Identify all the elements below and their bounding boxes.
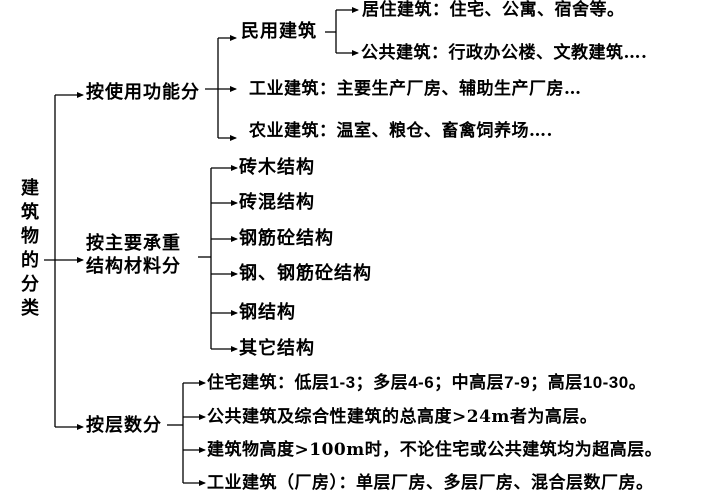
floor-range: 7-9 (504, 373, 531, 392)
node-industrial-building: 工业建筑：主要生产厂房、辅助生产厂房… (249, 79, 582, 99)
root-title: 建 筑 物 的 分 类 (19, 177, 41, 321)
root-title-char: 分 (21, 274, 39, 295)
branch-by-function: 按使用功能分 (86, 82, 200, 103)
node-residential-building: 居住建筑：住宅、公寓、宿舍等。 (362, 0, 625, 20)
node-super-high-rise-rule: 建筑物高度>100m时，不论住宅或公共建筑均为超高层。 (207, 440, 663, 460)
text-part: 。 (628, 373, 647, 393)
text-part: 住宅建筑：低层 (207, 373, 330, 393)
root-title-char: 的 (21, 250, 39, 271)
text-part: ；中高层 (434, 373, 505, 393)
node-steel: 钢结构 (239, 302, 296, 323)
node-industrial-floors: 工业建筑（厂房）：单层厂房、多层厂房、混合层数厂房。 (207, 473, 654, 493)
text-part: ；多层 (355, 373, 409, 393)
root-title-char: 筑 (21, 202, 39, 223)
node-residential-floors: 住宅建筑：低层1-3；多层4-6；中高层7-9；高层10-30。 (207, 373, 646, 393)
floor-range: 10-30 (582, 373, 629, 392)
floor-range: 1-3 (329, 373, 356, 392)
node-brick-concrete: 砖混结构 (239, 192, 315, 213)
node-other-structure: 其它结构 (239, 338, 315, 359)
branch-by-structure-line1: 按主要承重 (86, 233, 181, 254)
node-public-high-rise-rule: 公共建筑及综合性建筑的总高度>24m者为高层。 (207, 407, 598, 427)
root-title-char: 类 (21, 298, 39, 319)
root-title-char: 建 (21, 178, 39, 199)
text-part: ；高层 (530, 373, 583, 393)
node-agricultural-building: 农业建筑：温室、粮仓、畜禽饲养场…. (249, 121, 553, 141)
node-civil-building: 民用建筑 (241, 21, 317, 42)
node-reinforced-concrete: 钢筋砼结构 (239, 228, 334, 249)
node-brick-wood: 砖木结构 (239, 157, 315, 178)
node-public-building: 公共建筑：行政办公楼、文教建筑…. (361, 43, 648, 63)
root-title-char: 物 (21, 226, 39, 247)
branch-by-floors: 按层数分 (86, 415, 162, 436)
node-steel-reinforced-concrete: 钢、钢筋砼结构 (239, 263, 372, 284)
branch-by-structure-line2: 结构材料分 (86, 256, 181, 277)
floor-range: 4-6 (408, 373, 435, 392)
